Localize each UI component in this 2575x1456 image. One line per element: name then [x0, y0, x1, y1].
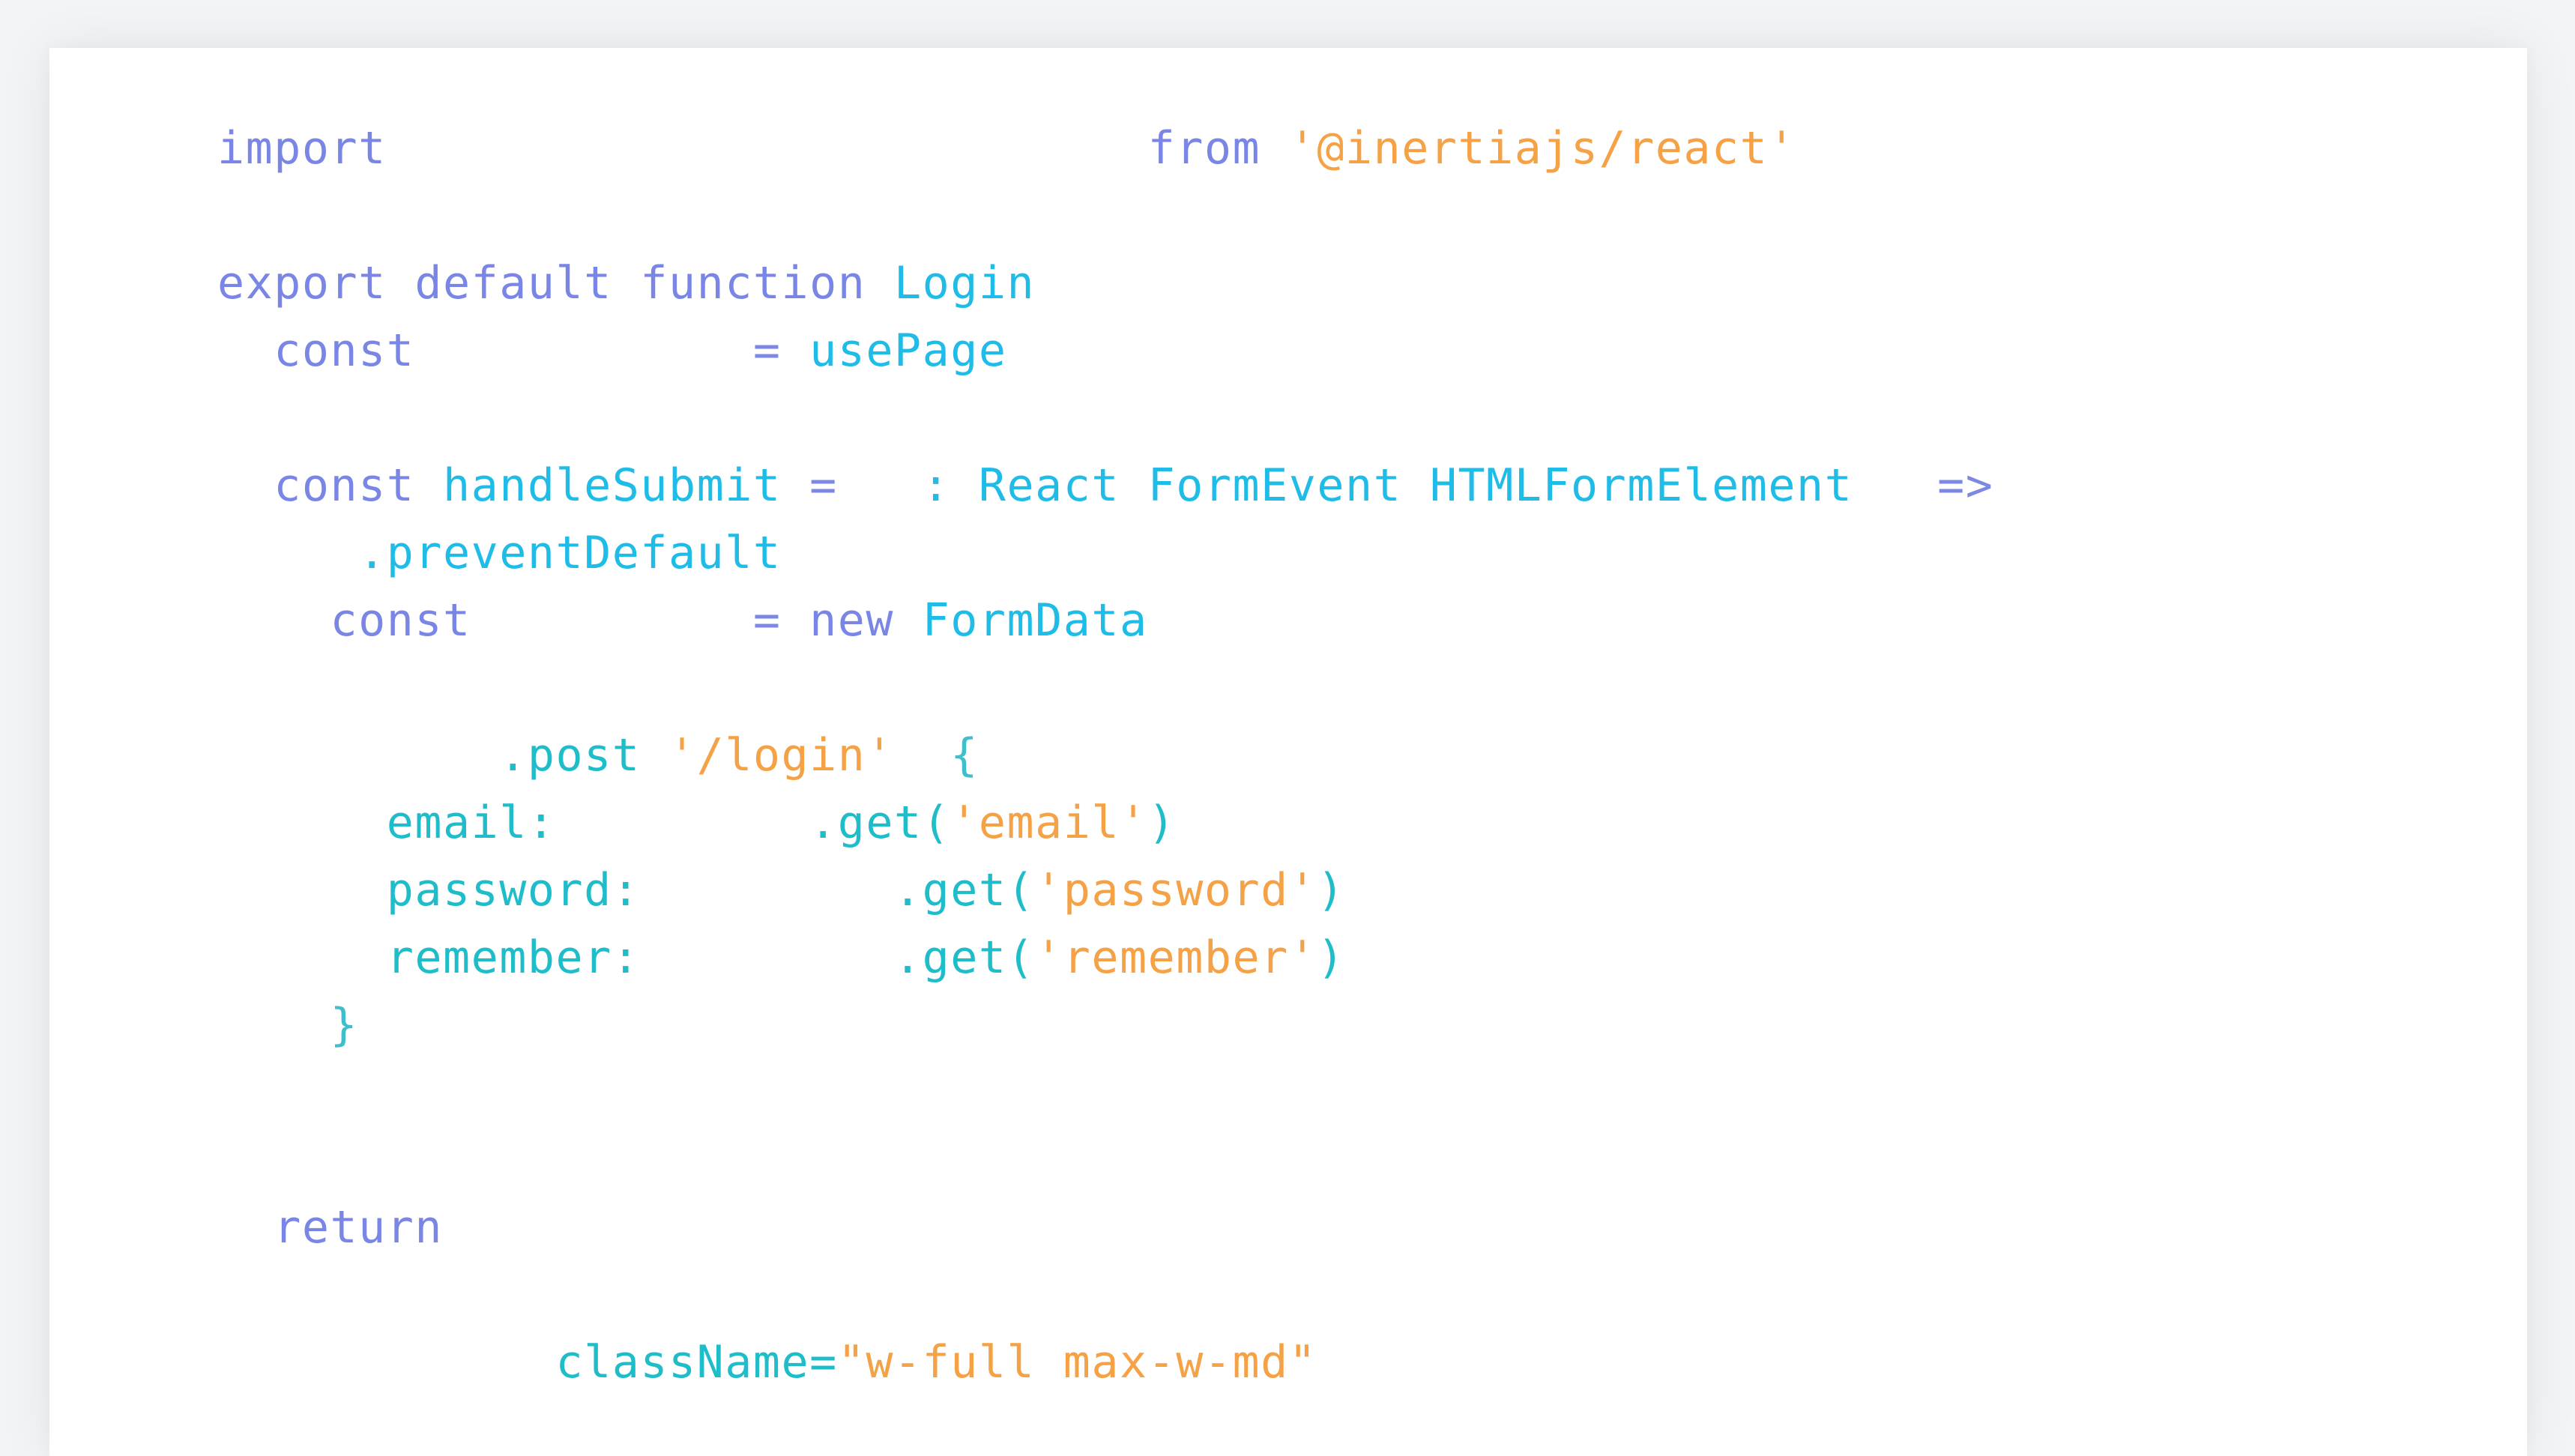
code-line-11: email: .get('email')	[217, 789, 2466, 857]
token-password-key: password:	[386, 864, 641, 916]
code-line-8: const = new FormData	[217, 587, 2466, 654]
token-classname-string: "w-full max-w-md"	[837, 1336, 1317, 1389]
code-line-17: return	[217, 1194, 2466, 1261]
code-line-7: .preventDefault	[217, 519, 2466, 587]
token-email-string: 'email'	[950, 797, 1148, 849]
code-line-19: className="w-full max-w-md"	[217, 1329, 2466, 1396]
code-line-13: remember: .get('remember')	[217, 924, 2466, 991]
token-login: Login	[893, 257, 1036, 309]
token-equals: =	[752, 594, 782, 647]
token-close-paren: )	[1147, 797, 1177, 849]
token-password-string: 'password'	[1035, 864, 1317, 916]
token-const: const	[330, 594, 471, 647]
code-line-10: .post '/login' {	[217, 722, 2466, 789]
token-function: function	[640, 257, 866, 309]
code-line-3: export default function Login	[217, 250, 2466, 317]
token-email-key: email:	[386, 797, 556, 849]
token-post: .post	[499, 729, 641, 782]
code-line-12: password: .get('password')	[217, 857, 2466, 924]
code-line-1: import from '@inertiajs/react'	[217, 115, 2466, 182]
token-get: .get(	[809, 797, 951, 849]
token-preventdefault: .preventDefault	[358, 527, 782, 579]
code-line-14: }	[217, 991, 2466, 1059]
token-import: import	[217, 122, 387, 175]
code-line-2	[217, 182, 2466, 250]
code-line-5	[217, 384, 2466, 452]
token-formevent: FormEvent	[1147, 459, 1402, 512]
token-default: default	[414, 257, 612, 309]
token-arrow: =>	[1937, 459, 1994, 512]
token-const: const	[274, 324, 415, 377]
token-equals: =	[752, 324, 782, 377]
token-handlesubmit: handleSubmit	[443, 459, 782, 512]
token-remember-key: remember:	[386, 931, 641, 984]
token-formdata: FormData	[922, 594, 1148, 647]
token-usepage: usePage	[809, 324, 1007, 377]
code-line-16	[217, 1126, 2466, 1194]
code-line-4: const = usePage	[217, 317, 2466, 384]
token-login-route: '/login'	[668, 729, 894, 782]
token-close-brace: }	[330, 999, 359, 1051]
token-export: export	[217, 257, 387, 309]
token-colon: :	[922, 459, 951, 512]
token-from: from	[1147, 122, 1261, 175]
code-line-18	[217, 1261, 2466, 1329]
token-react: React	[978, 459, 1120, 512]
token-gap	[387, 122, 1148, 175]
token-return: return	[274, 1201, 443, 1254]
code-line-6: const handleSubmit = : React FormEvent H…	[217, 452, 2466, 519]
token-close-paren: )	[1317, 864, 1345, 916]
token-open-brace: {	[950, 729, 979, 782]
token-close-paren: )	[1317, 931, 1345, 984]
token-remember-string: 'remember'	[1035, 931, 1317, 984]
code-line-9	[217, 654, 2466, 722]
token-get: .get(	[893, 864, 1036, 916]
token-equals: =	[809, 459, 838, 512]
code-block: import from '@inertiajs/react' export de…	[217, 115, 2466, 1396]
token-const: const	[274, 459, 415, 512]
token-module-string: '@inertiajs/react'	[1288, 122, 1796, 175]
token-get: .get(	[893, 931, 1036, 984]
token-classname-attr: className=	[555, 1336, 838, 1389]
code-line-15	[217, 1059, 2466, 1126]
token-new: new	[809, 594, 894, 647]
code-card: import from '@inertiajs/react' export de…	[49, 48, 2527, 1456]
token-htmlformelement: HTMLFormElement	[1429, 459, 1853, 512]
